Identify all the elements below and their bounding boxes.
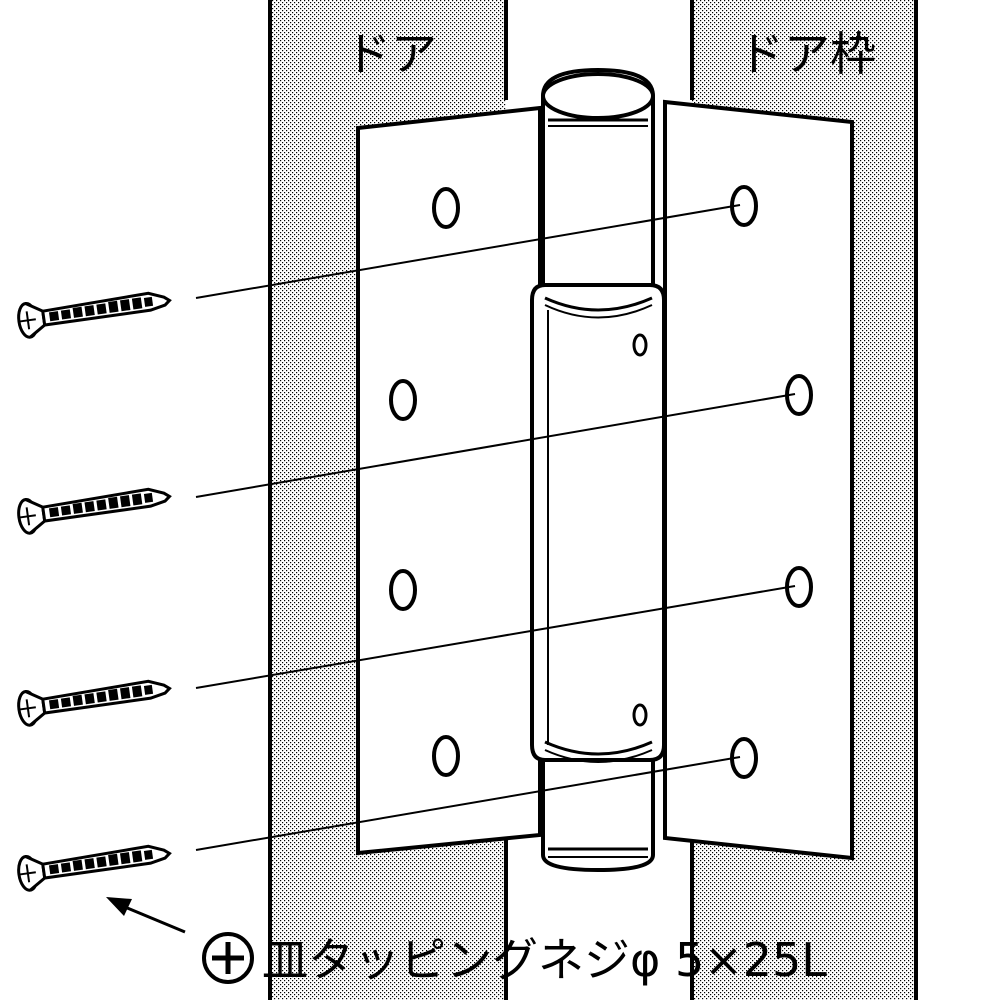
- screw-guide-lines: [195, 204, 796, 851]
- hinge-middle-knuckle: [530, 283, 666, 763]
- hinge-leaf-door: [356, 105, 542, 856]
- hinge-leaf-frame: [663, 99, 854, 861]
- screw-holes-frame: [730, 185, 813, 779]
- label-door: ドア: [345, 27, 437, 81]
- pointer-arrow-icon: [106, 897, 186, 934]
- screw-4: [15, 835, 174, 893]
- label-door-frame: ドア枠: [738, 27, 876, 81]
- phillips-cross-icon: [202, 932, 254, 984]
- screw-spec-text: 皿タッピングネジφ 5×25L: [262, 933, 827, 987]
- screw-1: [15, 282, 174, 340]
- screw-3: [15, 670, 174, 728]
- screw-2: [15, 478, 174, 536]
- screw-holes-door: [389, 187, 460, 777]
